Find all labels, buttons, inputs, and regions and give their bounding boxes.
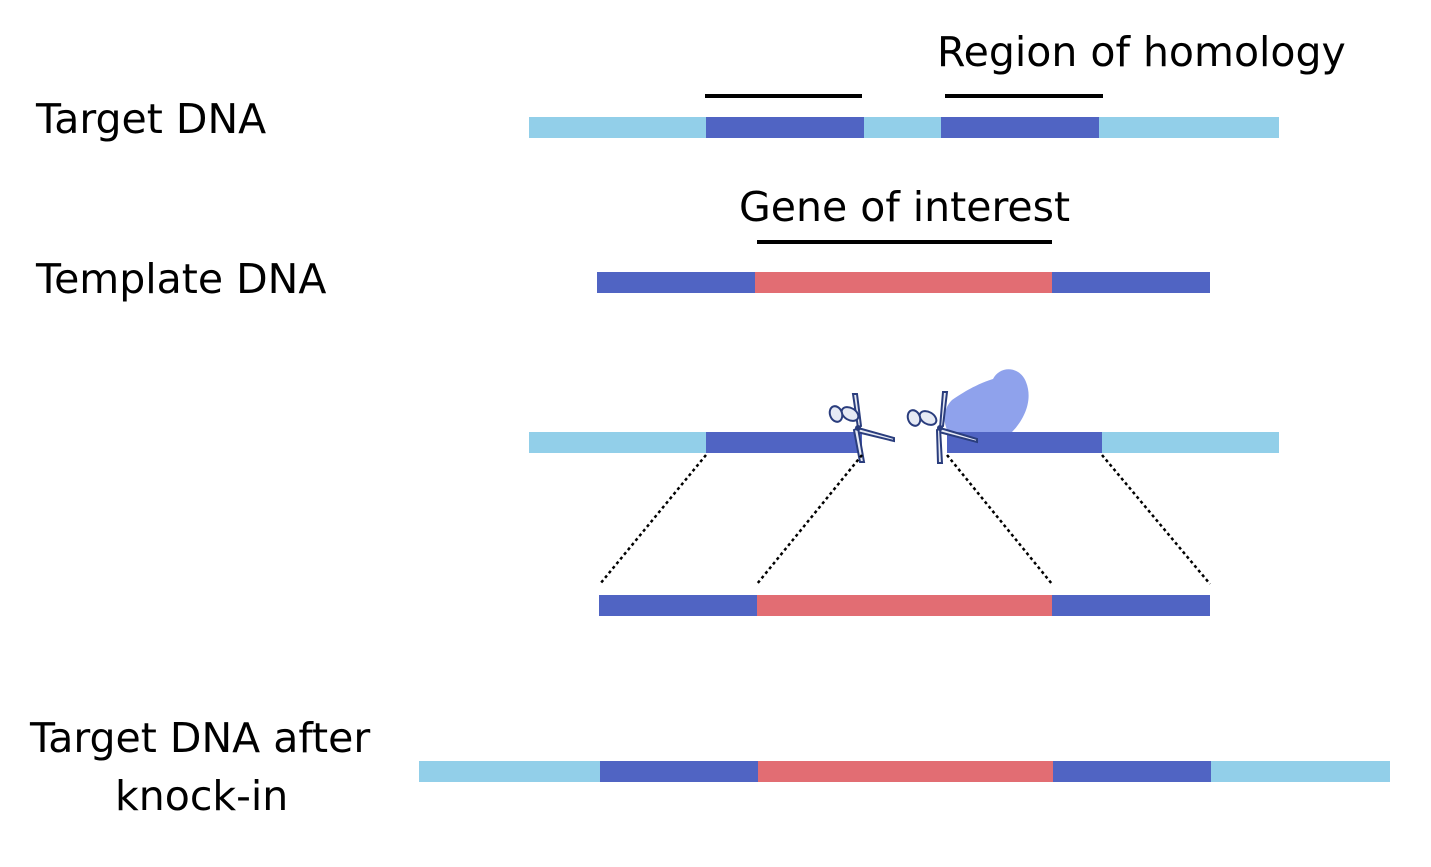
template-gene-insert	[755, 272, 1052, 293]
result-arm-left	[600, 761, 758, 782]
homology-arm-left	[706, 117, 864, 138]
cut-target-strand	[529, 432, 1279, 453]
alignment-line-outer-left	[599, 454, 707, 585]
aligned-arm-left	[599, 595, 757, 616]
alignment-line-inner-right	[946, 454, 1053, 585]
cut-flank-right	[1102, 432, 1279, 453]
label-target-after-line1: Target DNA after	[29, 714, 370, 762]
aligned-gene-insert	[757, 595, 1052, 616]
label-target-dna: Target DNA	[35, 95, 266, 143]
homology-arm-right	[941, 117, 1099, 138]
alignment-line-outer-right	[1101, 454, 1211, 585]
result-gene-insert	[758, 761, 1053, 782]
scissors-icon	[906, 391, 978, 464]
alignment-line-inner-left	[756, 454, 863, 585]
label-target-after-line2: knock-in	[115, 772, 288, 820]
cut-arm-left	[706, 432, 862, 453]
aligned-arm-right	[1052, 595, 1210, 616]
scissors-icon	[828, 393, 895, 463]
cut-flank-left	[529, 432, 706, 453]
flank-segment	[529, 117, 1279, 138]
label-region-of-homology: Region of homology	[937, 28, 1346, 76]
template-arm-right	[1052, 272, 1210, 293]
cas9-protein-icon	[944, 369, 1029, 432]
label-gene-of-interest: Gene of interest	[739, 183, 1070, 231]
template-arm-left	[597, 272, 755, 293]
label-template-dna: Template DNA	[35, 255, 326, 303]
knockin-result-strand	[419, 761, 1390, 782]
aligned-template-strand	[599, 595, 1210, 616]
result-arm-right	[1053, 761, 1211, 782]
template-dna-strand	[597, 272, 1210, 293]
alignment-lines	[599, 454, 1211, 585]
target-dna-strand	[529, 117, 1279, 138]
cut-arm-right	[947, 432, 1102, 453]
